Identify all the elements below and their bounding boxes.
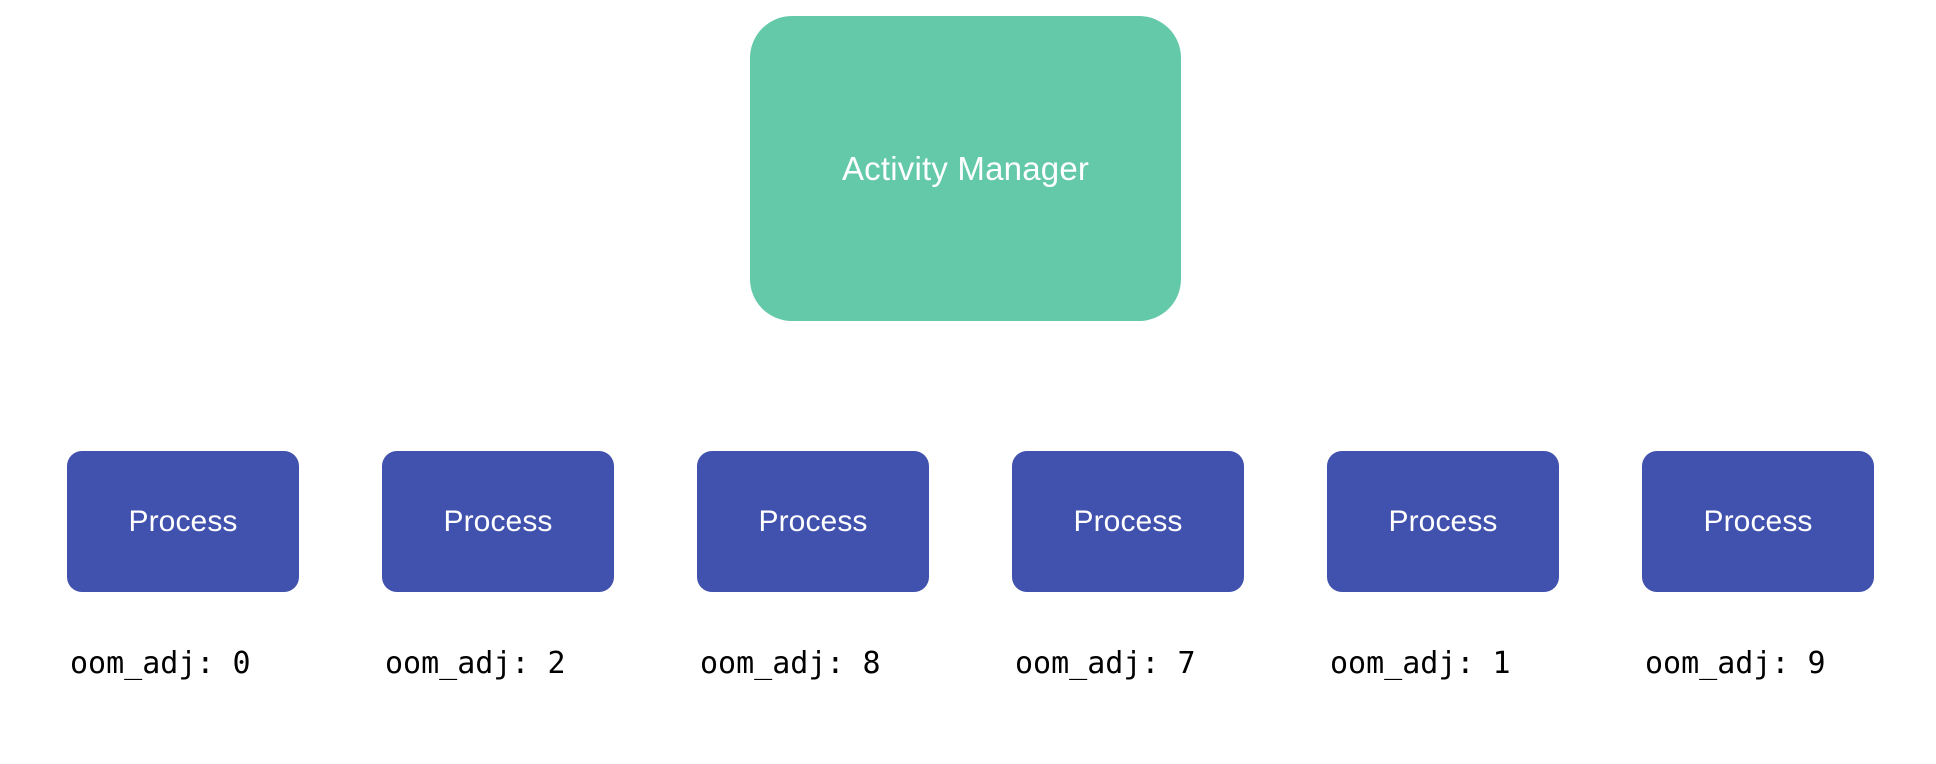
- process-node-label-3: Process: [758, 504, 868, 538]
- oom-adj-caption-1: oom_adj: 0: [70, 646, 251, 681]
- process-group-6: Process oom_adj: 9: [1642, 451, 1874, 680]
- process-node-1[interactable]: Process: [67, 451, 299, 592]
- process-group-4: Process oom_adj: 7: [1012, 451, 1244, 680]
- activity-manager-node[interactable]: Activity Manager: [750, 16, 1181, 321]
- process-node-label-5: Process: [1388, 504, 1498, 538]
- process-group-5: Process oom_adj: 1: [1327, 451, 1559, 680]
- process-node-label-2: Process: [443, 504, 553, 538]
- process-node-3[interactable]: Process: [697, 451, 929, 592]
- oom-adj-caption-2: oom_adj: 2: [385, 646, 566, 681]
- oom-adj-caption-5: oom_adj: 1: [1330, 646, 1511, 681]
- process-node-5[interactable]: Process: [1327, 451, 1559, 592]
- activity-manager-label: Activity Manager: [841, 149, 1090, 187]
- process-node-label-1: Process: [128, 504, 238, 538]
- oom-adj-caption-6: oom_adj: 9: [1645, 646, 1826, 681]
- oom-adj-caption-3: oom_adj: 8: [700, 646, 881, 681]
- process-node-4[interactable]: Process: [1012, 451, 1244, 592]
- process-node-2[interactable]: Process: [382, 451, 614, 592]
- process-group-2: Process oom_adj: 2: [382, 451, 614, 680]
- process-node-label-4: Process: [1073, 504, 1183, 538]
- process-node-6[interactable]: Process: [1642, 451, 1874, 592]
- oom-adj-caption-4: oom_adj: 7: [1015, 646, 1196, 681]
- process-group-1: Process oom_adj: 0: [67, 451, 299, 680]
- process-group-3: Process oom_adj: 8: [697, 451, 929, 680]
- process-node-label-6: Process: [1703, 504, 1813, 538]
